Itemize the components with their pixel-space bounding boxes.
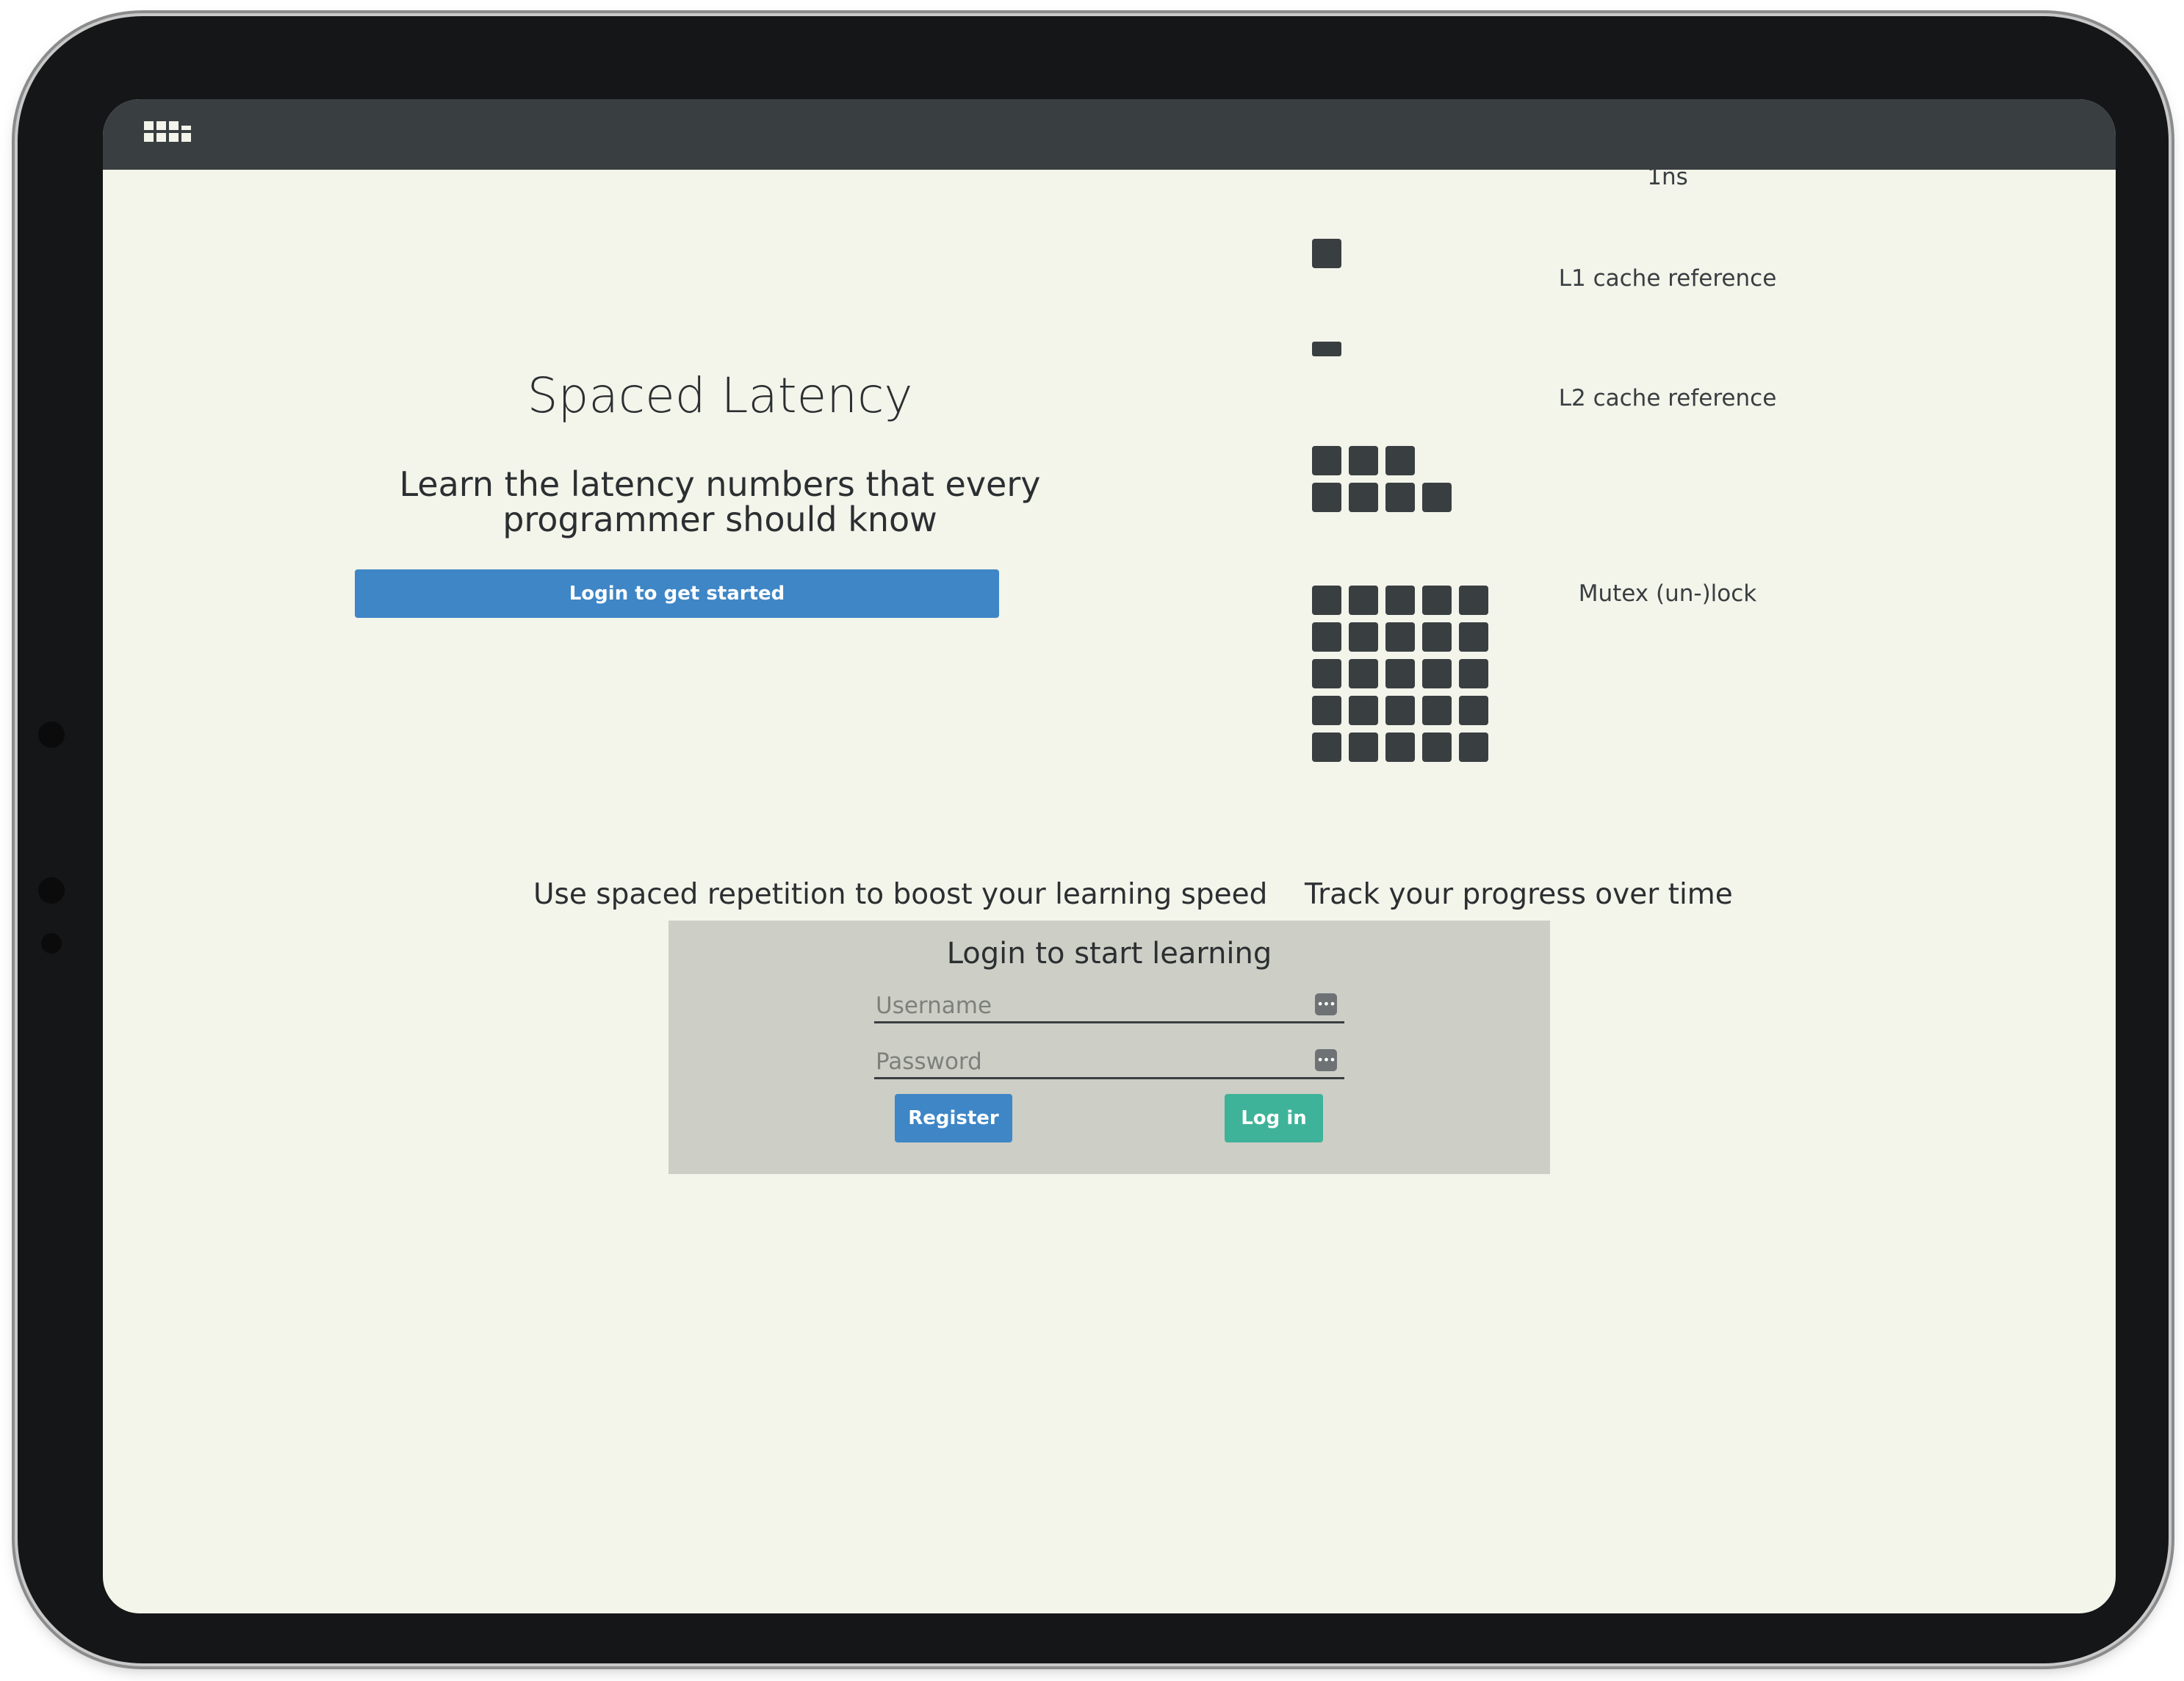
latency-block (1312, 239, 1341, 268)
login-to-get-started-button[interactable]: Login to get started (355, 569, 999, 618)
latency-block (1349, 696, 1378, 725)
camera-sensor (38, 877, 65, 904)
latency-block (1385, 659, 1415, 688)
latency-block (1349, 446, 1378, 475)
latency-block (1422, 732, 1452, 762)
latency-block (1312, 342, 1341, 356)
latency-block (1422, 483, 1452, 512)
username-input[interactable] (874, 990, 1289, 1021)
latency-block (1459, 659, 1488, 688)
latency-block (1312, 732, 1341, 762)
latency-block (1312, 446, 1341, 475)
log-in-button[interactable]: Log in (1225, 1094, 1323, 1142)
latency-block (1385, 622, 1415, 652)
username-field: ••• (874, 990, 1344, 1023)
latency-block (1349, 659, 1378, 688)
device-volume-button-top-2 (261, 12, 334, 18)
latency-block (1312, 696, 1341, 725)
latency-block (1459, 732, 1488, 762)
device-volume-button-top (169, 12, 242, 18)
autofill-icon[interactable]: ••• (1315, 1049, 1337, 1071)
latency-label-l2-cache: L2 cache reference (1558, 385, 1777, 411)
latency-block (1312, 659, 1341, 688)
latency-block (1459, 586, 1488, 615)
camera-sensor (38, 721, 65, 748)
latency-block (1349, 483, 1378, 512)
latency-block (1422, 696, 1452, 725)
top-navigation-bar (103, 99, 2116, 170)
latency-block (1422, 659, 1452, 688)
latency-label-mutex: Mutex (un-)lock (1578, 580, 1757, 607)
latency-label-1ns: 1ns (1647, 164, 1688, 190)
latency-block (1422, 622, 1452, 652)
login-title: Login to start learning (946, 937, 1272, 971)
login-card: Login to start learning ••• ••• Register… (668, 921, 1550, 1174)
latency-block (1312, 622, 1341, 652)
latency-block (1385, 446, 1415, 475)
app-screen: Spaced Latency Learn the latency numbers… (103, 99, 2116, 1613)
feature-progress-tracking: Track your progress over time (1305, 878, 1733, 911)
camera-sensor (41, 933, 62, 954)
tablet-frame: Spaced Latency Learn the latency numbers… (18, 16, 2169, 1663)
latency-block (1349, 732, 1378, 762)
page-subtitle: Learn the latency numbers that every pro… (399, 464, 1041, 539)
latency-block (1385, 732, 1415, 762)
latency-block (1312, 586, 1341, 615)
latency-block (1385, 696, 1415, 725)
latency-label-l1-cache: L1 cache reference (1558, 265, 1777, 292)
autofill-icon[interactable]: ••• (1315, 993, 1337, 1015)
register-button[interactable]: Register (895, 1094, 1012, 1142)
page-title: Spaced Latency (527, 367, 913, 424)
latency-block (1459, 622, 1488, 652)
latency-block (1349, 586, 1378, 615)
latency-block (1385, 586, 1415, 615)
password-field: ••• (874, 1046, 1344, 1079)
password-input[interactable] (874, 1046, 1289, 1077)
latency-block (1312, 483, 1341, 512)
app-logo-icon[interactable] (144, 121, 195, 151)
device-side-button (13, 118, 19, 206)
feature-spaced-repetition: Use spaced repetition to boost your lear… (533, 878, 1268, 911)
latency-block (1349, 622, 1378, 652)
latency-block (1459, 696, 1488, 725)
latency-block (1385, 483, 1415, 512)
latency-block (1422, 586, 1452, 615)
